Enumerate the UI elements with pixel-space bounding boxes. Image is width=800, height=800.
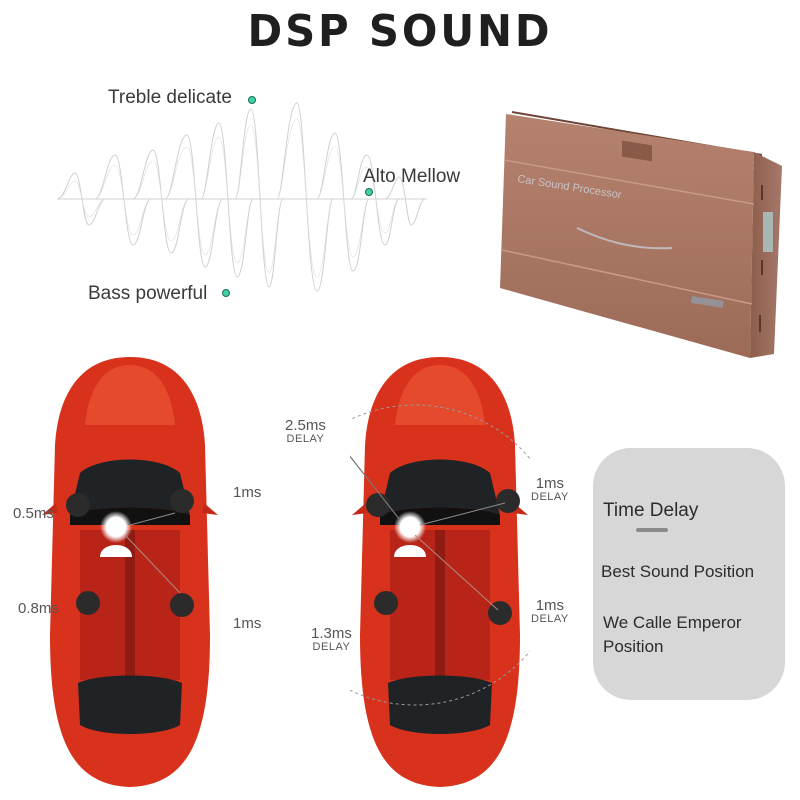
bass-marker-icon: [222, 289, 230, 297]
sound-waveform-graphic: [56, 102, 427, 292]
card-divider: [636, 528, 668, 532]
card-line-best-position: Best Sound Position: [601, 562, 755, 581]
left-car-rear-right-delay: 1ms: [233, 615, 262, 632]
page-title: DSP SOUND: [247, 6, 553, 57]
dsp-processor-image: Car Sound Processor: [500, 111, 782, 358]
car-left-top-view: [42, 357, 218, 787]
card-line-emperor-1: We Calle Emperor: [603, 613, 742, 632]
treble-marker-icon: [248, 96, 256, 104]
treble-label: Treble delicate: [108, 87, 232, 108]
card-line-emperor-2: Position: [603, 637, 664, 656]
time-delay-info-card: Time Delay Best Sound Position We Calle …: [593, 448, 785, 700]
left-car-front-right-delay: 1ms: [233, 484, 262, 501]
right-car-rear-right-delay: 1ms DELAY: [531, 597, 569, 625]
bass-label: Bass powerful: [88, 283, 208, 304]
alto-marker-icon: [365, 188, 373, 196]
car-right-top-view: [350, 357, 530, 787]
card-title: Time Delay: [603, 500, 699, 521]
right-car-front-left-delay: 2.5ms DELAY: [285, 417, 326, 445]
right-car-front-right-delay: 1ms DELAY: [531, 475, 569, 503]
left-car-front-left-delay: 0.5ms: [13, 505, 54, 522]
alto-label: Alto Mellow: [363, 166, 461, 187]
right-car-rear-left-delay: 1.3ms DELAY: [311, 625, 352, 653]
left-car-rear-left-delay: 0.8ms: [18, 600, 59, 617]
